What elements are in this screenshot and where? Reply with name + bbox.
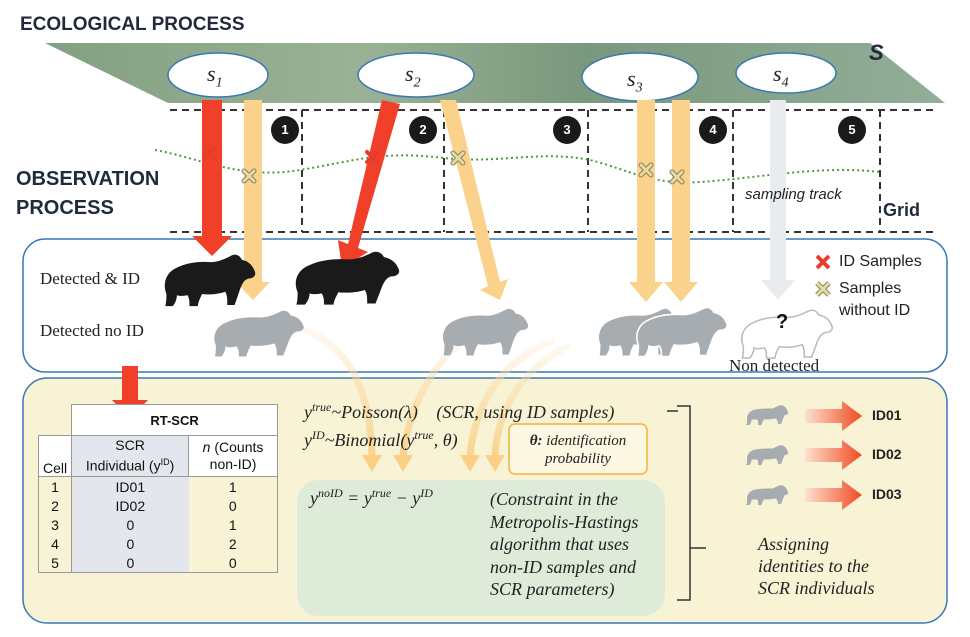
ecological-process-title: ECOLOGICAL PROCESS: [20, 14, 245, 35]
activity-center-s4: [735, 52, 837, 94]
grid-lines: [170, 109, 935, 233]
theta-box: [508, 423, 648, 475]
equation-constraint: ynoID = ytrue − yID: [310, 486, 433, 508]
id-label-2: ID02: [872, 446, 902, 462]
curve-arrow-heads: [362, 455, 505, 472]
equation-poisson-note: (SCR, using ID samples): [436, 402, 615, 422]
equation-bracket: [677, 405, 706, 601]
detected-no-id-label: Detected no ID: [40, 321, 144, 340]
table-row: 3 0 1: [37, 515, 278, 534]
cell-markers: [271, 116, 866, 144]
constraint-box: [297, 480, 665, 616]
landscape-plane: [45, 43, 945, 103]
activity-center-s2: [357, 52, 475, 98]
cell-number-1: 1: [281, 122, 289, 137]
constraint-text: (Constraint in the Metropolis-Hastings a…: [490, 489, 639, 599]
light-arrows: [236, 100, 698, 302]
s4-label: s4: [773, 61, 789, 91]
grid-label: Grid: [883, 200, 921, 220]
legend-id-mark: [815, 254, 831, 270]
table-row: 2 ID02 0: [37, 496, 278, 515]
red-arrows: [112, 100, 400, 418]
sample-marks: [203, 146, 685, 185]
observation-process-title-1: OBSERVATION: [16, 168, 160, 190]
id-label-3: ID03: [872, 486, 902, 502]
cell-number-4: 4: [709, 122, 717, 137]
detected-id-label: Detected & ID: [40, 269, 141, 288]
equation-binomial: yID~Binomial(ytrue, θ): [304, 428, 458, 450]
cell-number-5: 5: [848, 122, 856, 137]
cell-number-3: 3: [563, 122, 571, 137]
sampling-track-label: sampling track: [745, 186, 842, 203]
legend-id-samples: ID Samples: [839, 253, 922, 270]
legend-noid-mark: [815, 281, 831, 297]
legend-samples-noid-1: Samples: [839, 280, 902, 297]
equation-poisson: ytrue~Poisson(λ) (SCR, using ID samples): [304, 400, 615, 422]
s2-label: s2: [405, 61, 421, 91]
landscape-texture: [45, 43, 945, 103]
legend-samples-noid-2: without ID: [839, 302, 911, 319]
header-cell: Cell: [37, 435, 73, 477]
non-detected-label: Non detected: [729, 356, 820, 375]
observation-process-title-2: PROCESS: [16, 197, 114, 219]
table-row: 1 ID01 1: [37, 476, 278, 496]
curve-arrows: [298, 324, 572, 456]
id-label-1: ID01: [872, 407, 902, 423]
id-arrows: [805, 401, 862, 510]
gray-arrow: [761, 100, 795, 300]
table-row: 4 0 2: [37, 534, 278, 553]
s1-label: s1: [207, 61, 223, 91]
s-label: S: [869, 40, 884, 65]
table-row: 5 0 0: [37, 553, 278, 573]
s3-label: s3: [627, 66, 643, 96]
assigning-caption: Assigning identities to the SCR individu…: [758, 534, 875, 598]
unknown-mark: ?: [776, 311, 789, 333]
cell-number-2: 2: [419, 122, 427, 137]
activity-center-s1: [167, 52, 269, 98]
sampling-track: [154, 149, 881, 184]
table-title: RT-SCR: [71, 404, 278, 436]
